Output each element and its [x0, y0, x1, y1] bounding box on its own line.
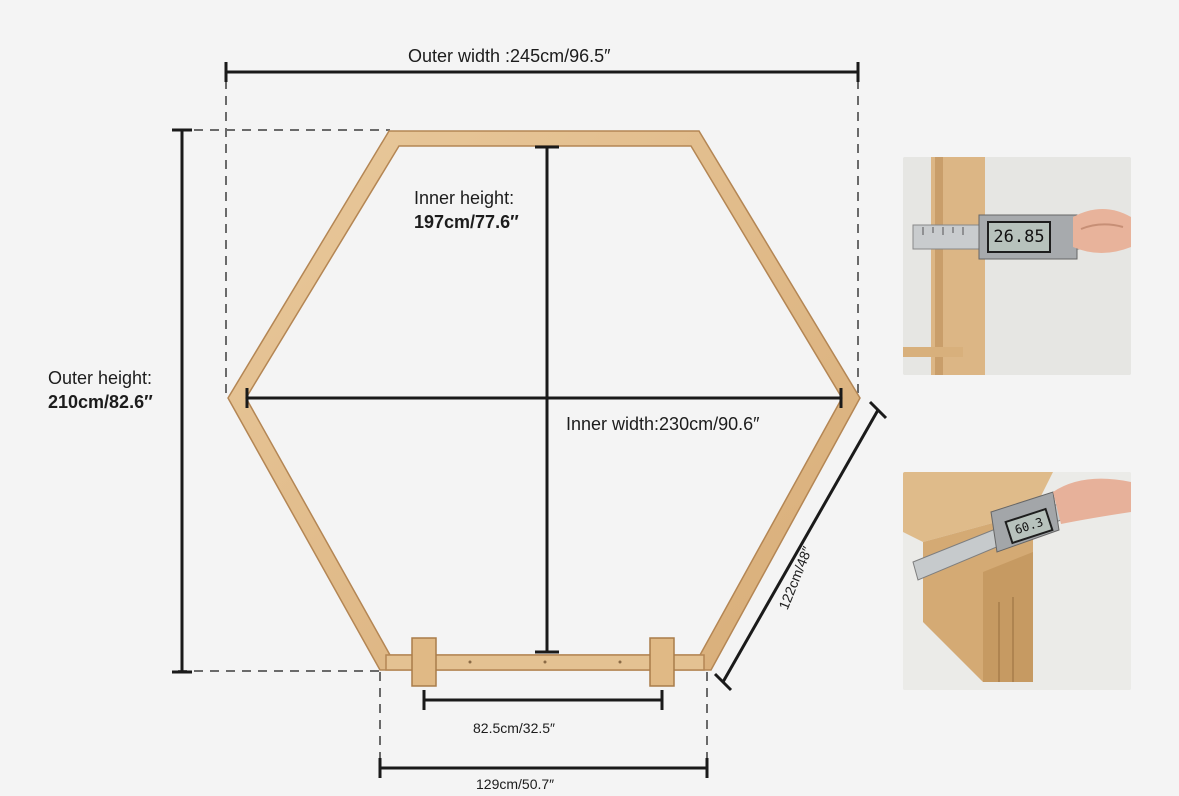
- inner-height-label: Inner height: 197cm/77.6″: [414, 186, 519, 234]
- outer-width-label: Outer width :245cm/96.5″: [408, 46, 611, 66]
- inner-height-title: Inner height:: [414, 188, 515, 208]
- inner-height-value: 197cm/77.6″: [414, 212, 519, 232]
- outer-height-title: Outer height:: [48, 368, 153, 388]
- caliper-top-display: 26.85: [987, 221, 1051, 253]
- base-width-label: 129cm/50.7″: [476, 776, 555, 792]
- caliper-photo-bottom: 60.3: [903, 472, 1131, 690]
- caliper-photo-top-art: [903, 157, 1131, 375]
- outer-height-label: Outer height: 210cm/82.6″: [48, 366, 153, 414]
- left-foot: [411, 637, 437, 687]
- right-foot: [649, 637, 675, 687]
- dashed-guides: [178, 80, 859, 760]
- caliper-photo-bottom-art: [903, 472, 1131, 690]
- feet-spacing-label: 82.5cm/32.5″: [473, 720, 556, 736]
- dimension-lines: [172, 62, 888, 778]
- outer-height-value: 210cm/82.6″: [48, 392, 153, 412]
- inner-width-label: Inner width:230cm/90.6″: [566, 414, 760, 434]
- caliper-photo-top: 26.85: [903, 157, 1131, 375]
- hexagon-wooden-frame: [227, 130, 861, 687]
